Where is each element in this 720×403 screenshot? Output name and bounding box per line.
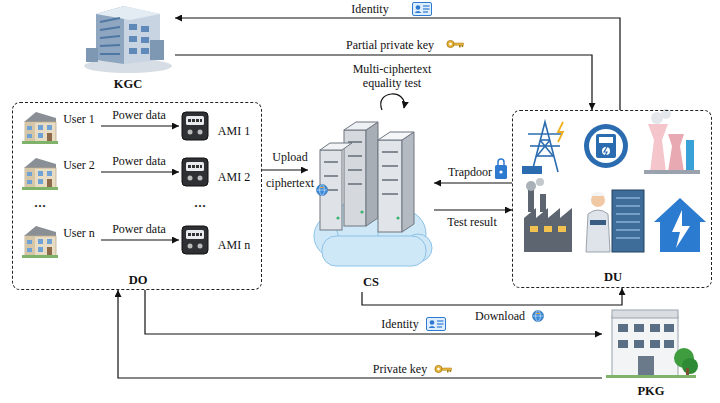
data-user-icons	[522, 109, 706, 252]
cloud-server	[314, 122, 432, 266]
identity-icon	[413, 3, 432, 16]
ciphertext-icon	[317, 185, 328, 196]
user-house	[22, 112, 58, 258]
download-icon	[533, 311, 544, 322]
connector-arrow	[362, 288, 622, 305]
edge-label: Identity	[349, 2, 390, 17]
node-label: User n	[63, 226, 95, 241]
key-icon	[435, 365, 452, 372]
user-node: User n	[21, 223, 101, 259]
edge-label: Power data	[110, 108, 168, 123]
node-label: User 1	[63, 112, 95, 127]
meter-node: AMI 2	[179, 155, 257, 191]
node-label: KGC	[114, 77, 142, 92]
data-owner-group: DO User 1 AMI 1 User 2 AMI 2 User n AMI n	[12, 102, 262, 290]
edge-label: Power data	[110, 222, 168, 237]
kgc-node: KGC	[80, 2, 175, 94]
connector-arrow	[101, 239, 179, 240]
edge-label: Download	[473, 309, 527, 324]
pkg-node: PKG	[602, 305, 700, 401]
user-node: User 1	[21, 109, 101, 145]
connector-arrow	[175, 18, 620, 110]
connector-arrow	[145, 290, 602, 334]
key-icon	[447, 40, 464, 47]
self-test-loop	[381, 94, 405, 110]
node-label: User 2	[63, 158, 95, 173]
connector-arrow	[101, 171, 179, 172]
node-label: AMI 1	[218, 124, 250, 139]
connector-arrow	[118, 290, 602, 378]
pkg-building	[606, 310, 698, 378]
ellipsis: ···	[32, 199, 48, 214]
node-label: AMI n	[218, 238, 250, 253]
identity-icon	[427, 318, 446, 331]
node-label: DU	[604, 270, 622, 285]
connector-arrow	[262, 169, 308, 170]
smart-meter	[182, 112, 208, 254]
edge-label: Test result	[445, 215, 498, 230]
node-label: CS	[363, 275, 379, 290]
edge-label: Partial private key	[344, 38, 436, 53]
node-label: PKG	[637, 384, 664, 399]
node-label: AMI 2	[218, 170, 250, 185]
process-note: Multi-ciphertext equality test	[340, 62, 444, 90]
connector-arrow	[101, 125, 179, 126]
edge-label: Upload ciphertext	[261, 144, 319, 196]
user-node: User 2	[21, 155, 101, 191]
edge-label: Trapdoor	[446, 165, 494, 180]
trapdoor-icon	[495, 159, 507, 179]
meter-node: AMI 1	[179, 109, 257, 145]
kgc-building	[84, 6, 172, 73]
edge-label: Identity	[379, 317, 420, 332]
cloud-server-node: CS	[308, 110, 434, 292]
ellipsis: ···	[192, 199, 208, 214]
data-user-group: DU	[512, 110, 712, 288]
edge-label: Power data	[110, 154, 168, 169]
connector-arrow	[434, 182, 512, 183]
node-label: DO	[129, 273, 148, 288]
meter-node: AMI n	[179, 223, 257, 259]
edge-label: Private key	[371, 362, 429, 377]
connector-arrow	[434, 209, 512, 210]
